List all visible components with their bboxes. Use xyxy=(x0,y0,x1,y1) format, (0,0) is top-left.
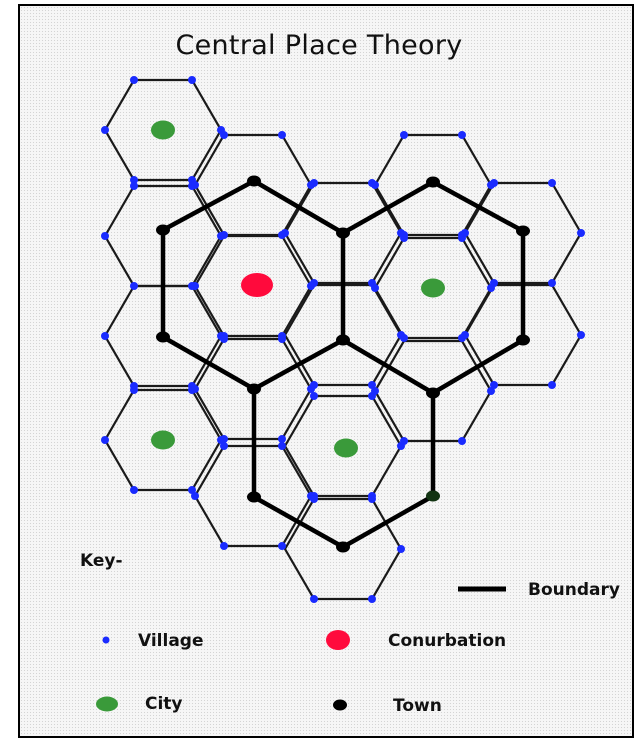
village-dot xyxy=(310,279,318,287)
village-dot xyxy=(400,234,408,242)
village-dot xyxy=(548,279,556,287)
village-dot xyxy=(191,282,199,290)
village-dot xyxy=(310,392,318,400)
village-dot xyxy=(278,131,286,139)
village-dot xyxy=(310,595,318,603)
village-dot xyxy=(191,492,199,500)
boundary-line xyxy=(251,494,346,550)
village-dot xyxy=(490,279,498,287)
village-dot xyxy=(191,385,199,393)
village-dot xyxy=(400,131,408,139)
town-dot xyxy=(426,176,440,188)
legend-town-symbol xyxy=(333,699,347,711)
legend-boundary-label: Boundary xyxy=(528,580,620,600)
village-dot xyxy=(220,442,228,450)
village-dot xyxy=(130,282,138,290)
town-dot xyxy=(156,331,170,343)
boundary-line xyxy=(160,178,257,233)
city-dot xyxy=(151,430,175,450)
boundary-line xyxy=(251,337,346,392)
village-dot xyxy=(220,131,228,139)
village-dot xyxy=(278,435,286,443)
legend-village-symbol xyxy=(102,636,110,644)
village-dot xyxy=(278,335,286,343)
city-dot xyxy=(421,278,445,298)
boundary-line xyxy=(340,337,436,396)
village-dot xyxy=(188,486,196,494)
village-dot xyxy=(400,334,408,342)
village-dot xyxy=(368,595,376,603)
village-dot xyxy=(188,76,196,84)
village-dot xyxy=(490,179,498,187)
village-dot xyxy=(220,335,228,343)
town-dot xyxy=(156,224,170,236)
village-dot xyxy=(461,331,469,339)
legend-town-label: Town xyxy=(393,696,442,716)
village-dot xyxy=(461,229,469,237)
town-dot xyxy=(247,383,261,395)
legend-conurbation-symbol xyxy=(326,630,350,650)
town-dot xyxy=(336,334,350,346)
village-dot xyxy=(191,181,199,189)
town-dot xyxy=(247,491,261,503)
village-dot xyxy=(371,181,379,189)
village-dot xyxy=(548,381,556,389)
village-dot xyxy=(397,545,405,553)
town-dot xyxy=(516,334,530,346)
city-dot xyxy=(334,438,358,458)
village-dot xyxy=(101,232,109,240)
village-dot xyxy=(371,284,379,292)
village-dot xyxy=(577,331,585,339)
village-dot xyxy=(278,542,286,550)
legend-village-label: Village xyxy=(138,631,204,651)
village-dot xyxy=(220,231,228,239)
boundary-line xyxy=(160,334,257,392)
village-dot xyxy=(487,387,495,395)
village-dot xyxy=(130,176,138,184)
village-dot xyxy=(310,495,318,503)
city-dot xyxy=(151,120,175,140)
boundary-line xyxy=(340,493,436,550)
village-dot xyxy=(310,381,318,389)
diagram-title: Central Place Theory xyxy=(175,30,463,61)
village-dot xyxy=(101,126,109,134)
village-dot xyxy=(368,495,376,503)
town-dot xyxy=(336,227,350,239)
village-dot xyxy=(130,486,138,494)
village-dot xyxy=(577,229,585,237)
town-dot xyxy=(426,387,440,399)
village-dot xyxy=(458,131,466,139)
boundary-line xyxy=(251,178,346,236)
legend-city-symbol xyxy=(96,696,118,712)
village-dot xyxy=(281,229,289,237)
village-dot xyxy=(368,381,376,389)
key-heading: Key- xyxy=(80,551,123,571)
village-dot xyxy=(130,386,138,394)
diagram-frame xyxy=(18,4,634,738)
boundary-line xyxy=(340,179,436,236)
village-dot xyxy=(220,435,228,443)
village-dot xyxy=(371,387,379,395)
village-dot xyxy=(101,332,109,340)
village-dot xyxy=(490,381,498,389)
village-dot xyxy=(101,436,109,444)
conurbation-dot xyxy=(241,273,273,297)
legend-conurbation-label: Conurbation xyxy=(388,631,507,651)
town-dot xyxy=(336,541,350,553)
village-dot xyxy=(310,179,318,187)
village-dot xyxy=(278,442,286,450)
village-dot xyxy=(130,76,138,84)
town-dot xyxy=(247,175,261,187)
town-dot xyxy=(516,225,530,237)
boundary-line xyxy=(430,179,526,234)
village-dot xyxy=(400,437,408,445)
legend-city-label: City xyxy=(145,694,183,714)
village-dot xyxy=(548,179,556,187)
village-dot xyxy=(458,437,466,445)
village-dot xyxy=(130,182,138,190)
boundary-line xyxy=(430,337,526,396)
town-dot xyxy=(426,490,440,502)
village-dot xyxy=(220,542,228,550)
